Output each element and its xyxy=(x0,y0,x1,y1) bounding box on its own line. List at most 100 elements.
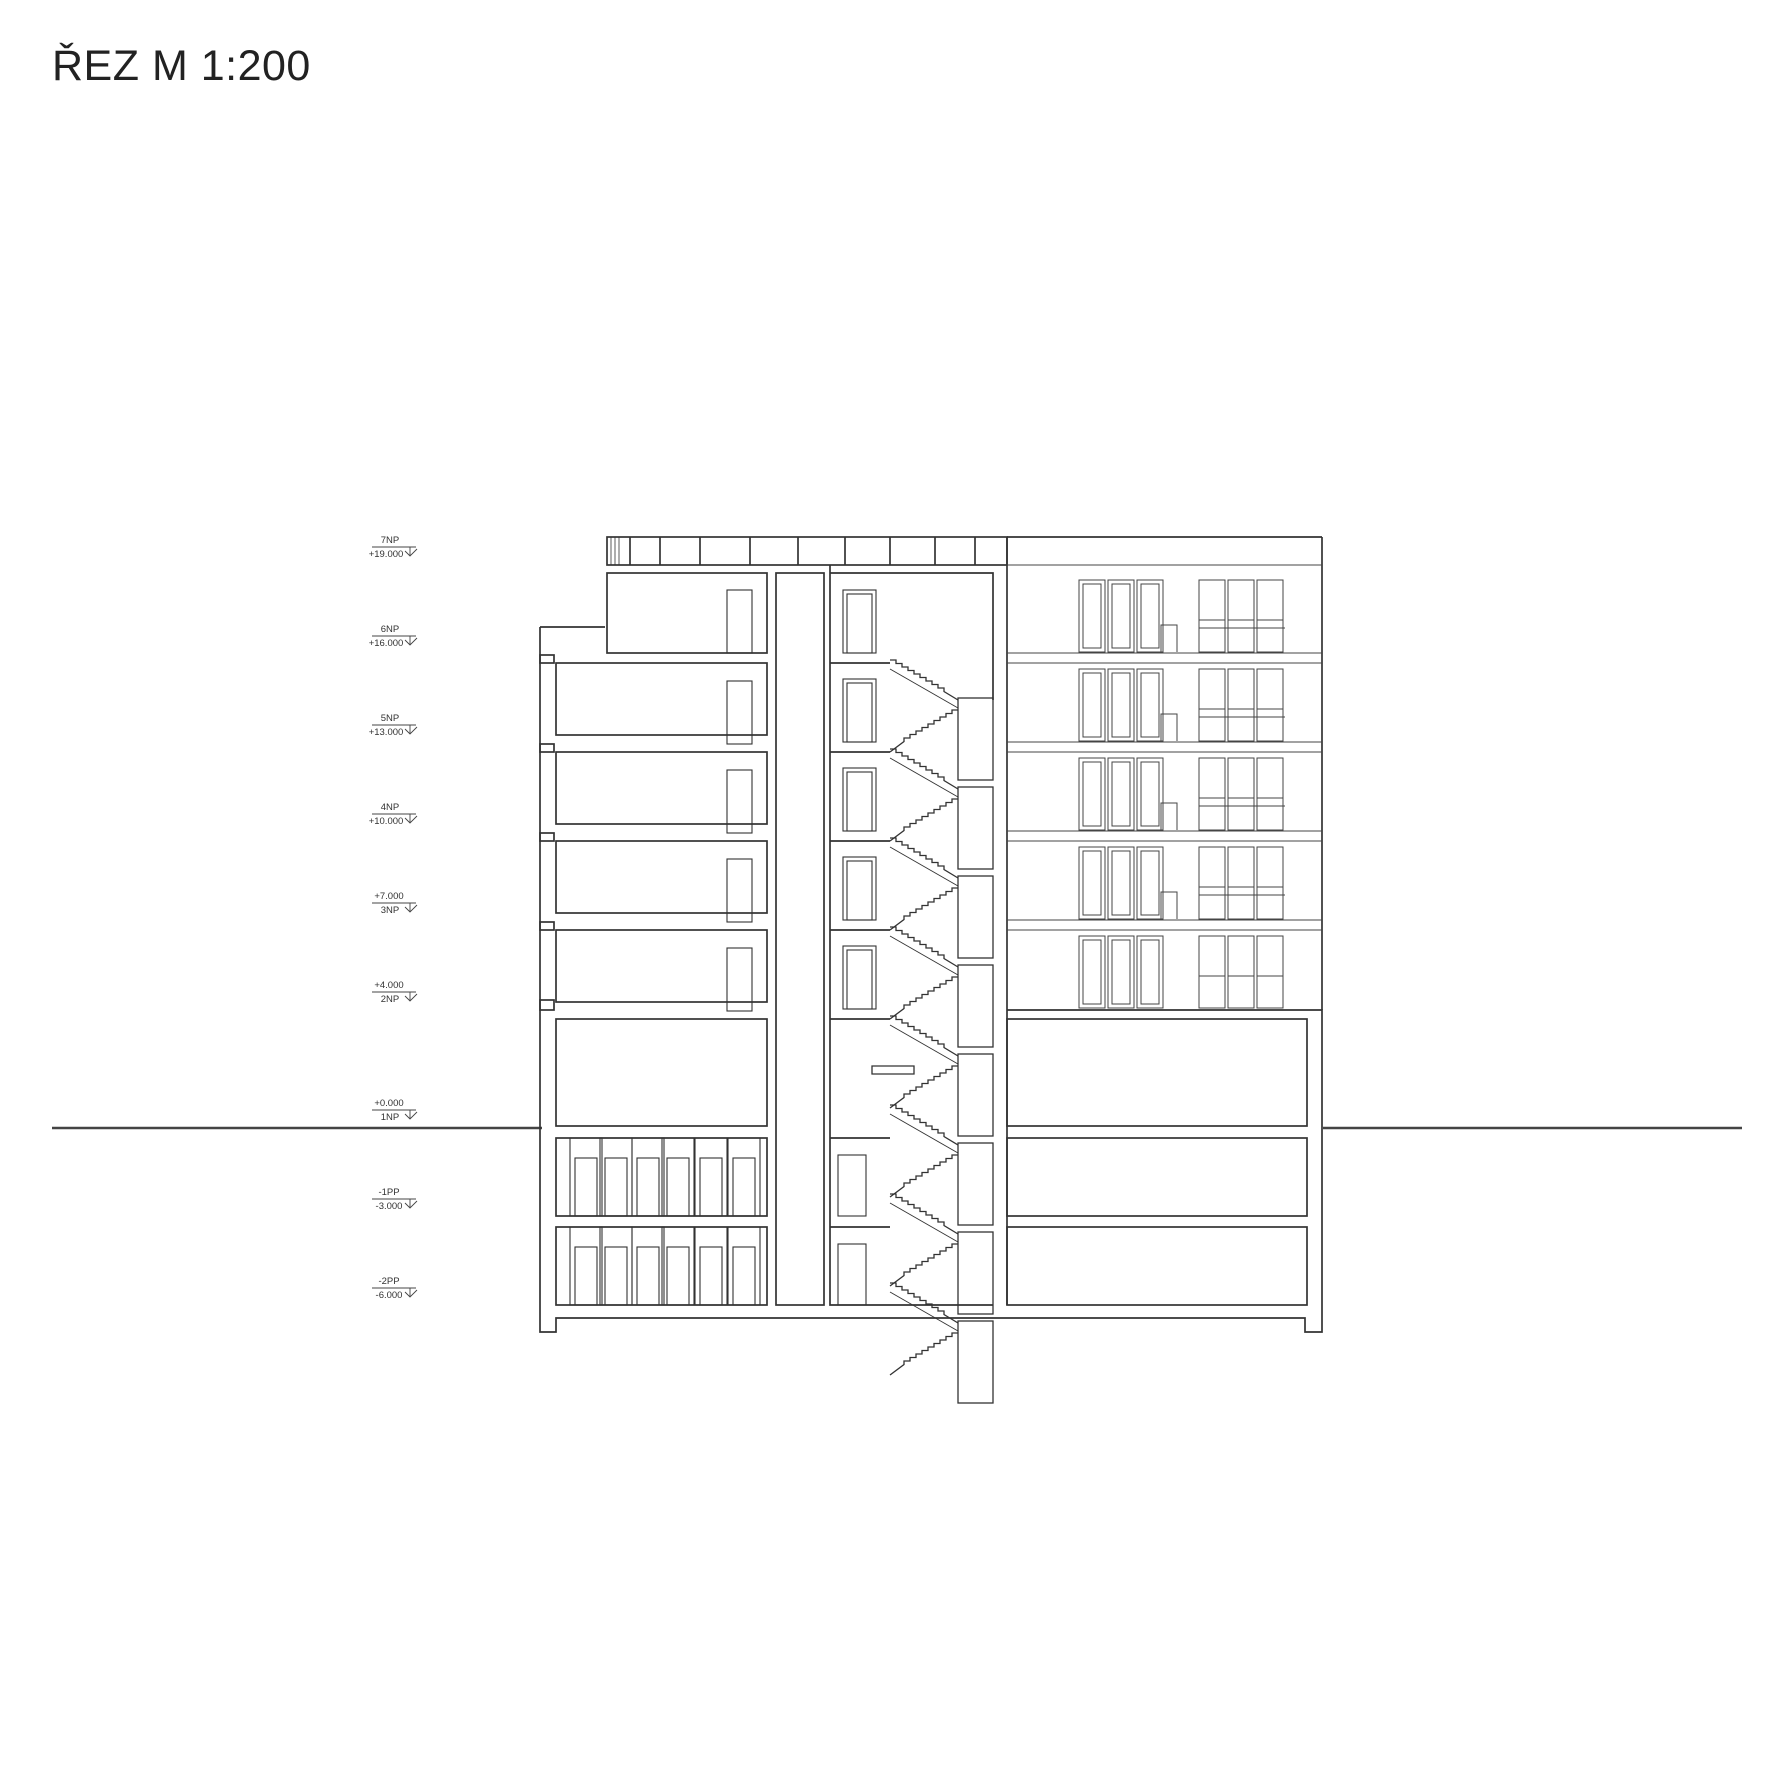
room-right-2pp xyxy=(1006,1226,1308,1306)
door-leaf xyxy=(732,1246,756,1306)
level-tick xyxy=(404,1288,418,1298)
level-label-top: -1PP xyxy=(378,1187,399,1198)
facade-window xyxy=(1107,668,1135,742)
level-label-bottom: -3.000 xyxy=(376,1201,403,1212)
facade-window xyxy=(1198,935,1226,1009)
door-leaf xyxy=(837,1154,867,1217)
door-leaf xyxy=(732,1157,756,1217)
stair-steps-up xyxy=(889,887,958,931)
level-label-top: +7.000 xyxy=(374,891,403,902)
facade-window-pane xyxy=(1111,583,1131,649)
stair-landing-1np xyxy=(871,1065,915,1075)
stair-steps-down xyxy=(890,659,959,701)
level-marker: -2PP -6.000 xyxy=(376,1276,403,1301)
drawing-title: ŘEZ M 1:200 xyxy=(52,42,311,90)
level-tick xyxy=(404,1199,418,1209)
slab-edge xyxy=(539,654,555,664)
facade-window-pane xyxy=(1082,850,1102,916)
door-leaf xyxy=(837,1243,867,1306)
door-leaf xyxy=(846,949,873,1010)
stair-core-wall xyxy=(829,572,994,1306)
door-leaf xyxy=(726,769,753,834)
door-leaf xyxy=(726,680,753,745)
facade-window-pane xyxy=(1140,672,1160,738)
level-label-bottom: 2NP xyxy=(381,994,399,1005)
level-label-top: 7NP xyxy=(381,535,399,546)
door-frame xyxy=(842,589,877,654)
facade-window-pane xyxy=(1082,761,1102,827)
door-leaf xyxy=(604,1157,628,1217)
door-leaf xyxy=(666,1157,690,1217)
stair-landing xyxy=(957,697,994,781)
level-label-top: 6NP xyxy=(381,624,399,635)
door-leaf xyxy=(699,1246,723,1306)
facade-window xyxy=(1198,668,1226,742)
door-leaf xyxy=(846,682,873,743)
facade-window-pane xyxy=(1111,672,1131,738)
door-leaf xyxy=(726,858,753,923)
door-leaf xyxy=(666,1246,690,1306)
door-frame xyxy=(842,678,877,743)
slab-edge xyxy=(539,832,555,842)
door-leaf xyxy=(699,1157,723,1217)
level-marker: 5NP +13.000 xyxy=(369,713,404,738)
door-leaf xyxy=(846,771,873,832)
outer-wall xyxy=(539,627,1323,1333)
room-6np-left xyxy=(606,572,768,654)
facade-window xyxy=(1136,579,1164,653)
facade-window xyxy=(1198,579,1226,653)
stair-steps-up xyxy=(889,1154,958,1198)
stair-steps-down xyxy=(890,1104,959,1146)
door-frame xyxy=(842,856,877,921)
door-leaf xyxy=(636,1246,660,1306)
slab-edge xyxy=(539,921,555,931)
level-label-bottom: 3NP xyxy=(381,905,399,916)
facade-window xyxy=(1136,757,1164,831)
level-tick xyxy=(404,814,418,824)
facade-window xyxy=(1136,935,1164,1009)
facade-window xyxy=(1256,757,1284,831)
stair-steps-up xyxy=(889,976,958,1020)
stair-stringer xyxy=(889,1202,959,1243)
level-tick xyxy=(404,992,418,1002)
stair-stringer xyxy=(889,668,959,709)
facade-window xyxy=(1107,757,1135,831)
facade-window-pane xyxy=(1140,850,1160,916)
level-marker: 4NP +10.000 xyxy=(369,802,404,827)
stair-steps-down xyxy=(890,748,959,790)
facade-window-pane xyxy=(1140,583,1160,649)
stair-landing xyxy=(957,1142,994,1226)
facade-window-pane xyxy=(1082,583,1102,649)
facade-window xyxy=(1107,846,1135,920)
lift-shaft xyxy=(775,572,825,1306)
facade-window-pane xyxy=(1111,939,1131,1005)
door-leaf xyxy=(846,593,873,654)
door-leaf xyxy=(604,1246,628,1306)
level-markers: 7NP +19.000 6NP +16.000 5NP +13.000 4NP … xyxy=(369,535,418,1301)
level-label-bottom: +10.000 xyxy=(369,816,404,827)
stair-landing xyxy=(957,1231,994,1315)
facade-window xyxy=(1136,668,1164,742)
facade-balcony-rail xyxy=(1160,713,1178,741)
level-tick xyxy=(404,636,418,646)
stair-steps-up xyxy=(889,1243,958,1287)
level-tick xyxy=(404,547,418,557)
facade-balcony-rail xyxy=(1160,891,1178,919)
level-label-top: -2PP xyxy=(378,1276,399,1287)
facade-window xyxy=(1078,846,1106,920)
facade-window xyxy=(1078,757,1106,831)
door-leaf xyxy=(574,1157,598,1217)
facade-window xyxy=(1078,579,1106,653)
room-left-np xyxy=(555,751,768,825)
stair-steps-down xyxy=(890,1015,959,1057)
room-left-np xyxy=(555,662,768,736)
facade-window xyxy=(1136,846,1164,920)
slab-edge xyxy=(539,743,555,753)
room-right-1pp xyxy=(1006,1137,1308,1217)
facade-window xyxy=(1227,579,1255,653)
level-label-bottom: 1NP xyxy=(381,1112,399,1123)
stair-steps-down xyxy=(890,1193,959,1235)
stair-stringer xyxy=(889,1291,959,1332)
facade-window-pane xyxy=(1111,761,1131,827)
door-leaf xyxy=(726,947,753,1012)
